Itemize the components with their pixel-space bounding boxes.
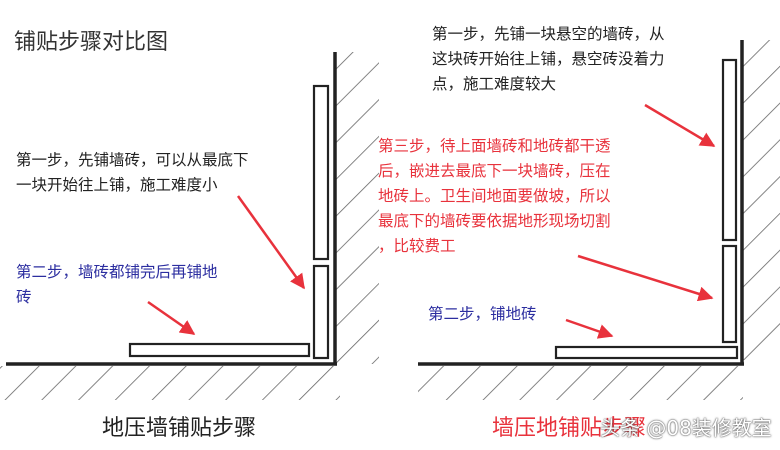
right-floor-tile [554,345,739,360]
left-arrow-step2 [147,300,196,336]
right-caption: 墙压地铺贴步骤 [492,416,647,441]
left-wall-tile-lower [312,264,330,360]
diagram-title: 铺贴步骤对比图 [14,30,169,55]
right-arrow-step2 [565,318,614,339]
watermark: 头条 @08装修教室 [600,416,772,440]
right-wall-tile-lower [721,244,738,344]
left-step1-text: 第一步，先铺墙砖，可以从最底下 一块开始往上铺，施工难度小 [16,151,249,194]
right-arrow-step3 [577,254,714,302]
right-wall-hatch [742,40,780,360]
left-arrow-step1 [236,195,306,290]
right-step3-text: 第三步，待上面墙砖和地砖都干透 后，嵌进去最底下一块墙砖，压在 地砖上。卫生间地… [378,137,611,255]
left-floor-hatch [0,366,340,400]
right-step2-text: 第二步，铺地砖 [428,305,537,323]
left-wall-hatch [335,52,379,364]
right-arrow-step1 [644,103,716,148]
left-step2-text: 第二步，墙砖都铺完后再铺地 砖 [16,263,218,306]
right-wall-tile-upper [721,58,738,242]
right-floor-hatch [418,366,743,400]
right-panel-drawing [418,40,780,400]
right-step1-text: 第一步，先铺一块悬空的墙砖，从 这块砖开始往上铺，悬空砖没着力 点，施工难度较大 [432,25,665,93]
left-wall-tile-upper [312,84,330,261]
left-caption: 地压墙铺贴步骤 [102,416,257,441]
left-panel-drawing [0,52,379,400]
left-floor-tile [128,342,311,358]
